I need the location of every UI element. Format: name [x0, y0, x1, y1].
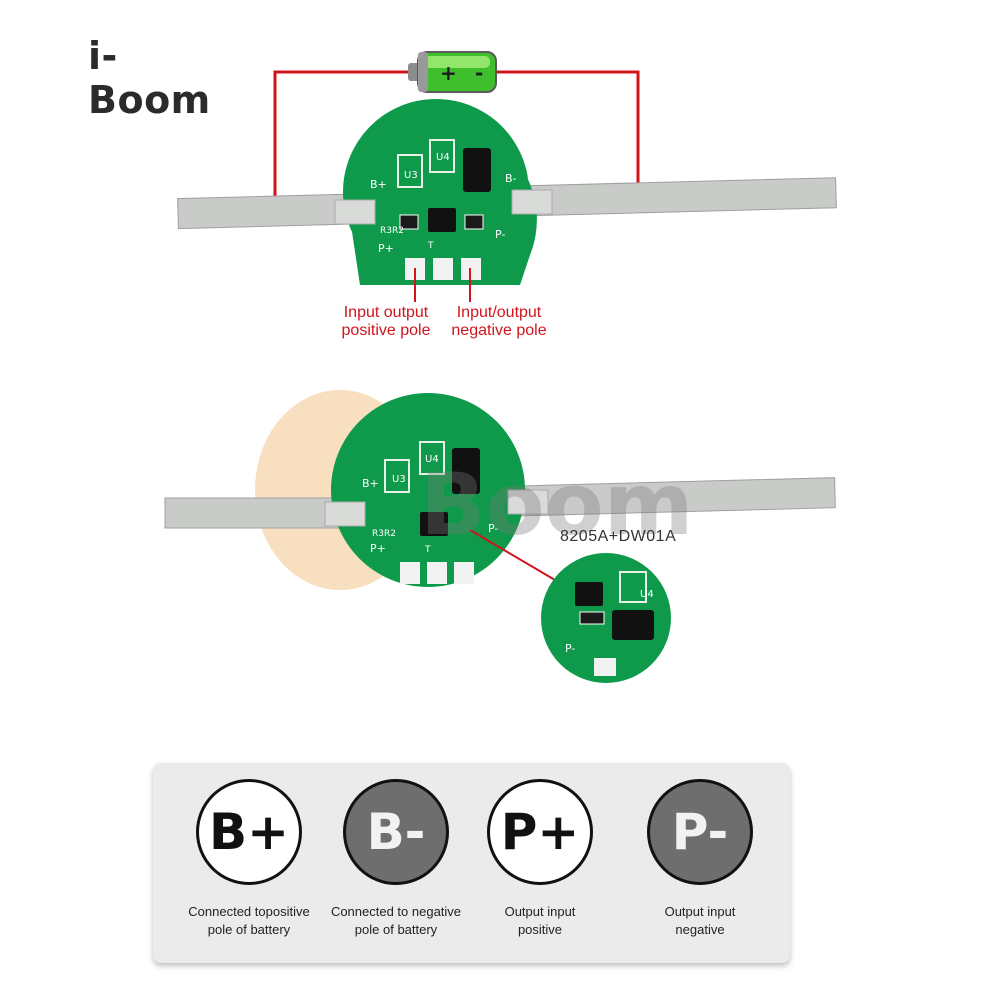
- chip-model-label: 8205A+DW01A: [560, 528, 677, 545]
- part-label-u3: U3: [404, 170, 418, 181]
- part-label-u4: U4: [436, 152, 450, 163]
- negative-pole-label-line2: negative pole: [451, 322, 547, 339]
- pin-p-plus-desc-line1: Output input: [504, 904, 576, 919]
- pin-p-minus-icon: P-: [647, 779, 753, 885]
- pin-p-plus-symbol: P+: [500, 803, 580, 861]
- zoom-part-label-u4: U4: [640, 589, 654, 600]
- pcb-board-bottom: [324, 393, 549, 587]
- pin-p-plus-description: Output input positive: [465, 903, 615, 939]
- battery-plus-sign: +: [440, 61, 457, 85]
- part-label-t: T: [427, 241, 434, 251]
- pin-p-minus-desc-line2: negative: [675, 922, 725, 937]
- pcb-board-top: [343, 99, 537, 286]
- battery-icon: [408, 51, 497, 93]
- pin-b-minus-icon: B-: [343, 779, 449, 885]
- pin-p-minus-description: Output input negative: [625, 903, 775, 939]
- logo-text: i-Boom: [88, 34, 211, 122]
- pin-b-plus-symbol: B+: [208, 803, 289, 861]
- pad-label-b-plus-2: B+: [362, 477, 379, 490]
- part-label-u3-2: U3: [392, 474, 406, 485]
- negative-wire: [495, 70, 640, 195]
- pad-label-b-plus: B+: [370, 178, 387, 191]
- pin-p-minus-desc-line1: Output input: [664, 904, 736, 919]
- pin-b-minus-description: Connected to negative pole of battery: [321, 903, 471, 939]
- battery-minus-sign: -: [475, 61, 483, 85]
- zoom-pad-label-p-minus: P-: [565, 642, 575, 655]
- negative-pole-label-line1: Input/output: [456, 304, 542, 321]
- pin-b-minus-desc-line1: Connected to negative: [330, 904, 462, 919]
- pin-p-plus-desc-line2: positive: [517, 922, 563, 937]
- part-label-u4-2: U4: [425, 454, 439, 465]
- pad-label-p-minus: P-: [495, 228, 505, 241]
- pin-b-plus-desc-line1: Connected topositive: [188, 904, 310, 919]
- watermark-text: Boom: [420, 455, 694, 555]
- pad-label-b-minus: B-: [505, 172, 517, 185]
- positive-wire: [273, 70, 418, 210]
- positive-pole-label-line1: Input output: [343, 304, 429, 321]
- right-nickel-strip: [507, 177, 837, 217]
- part-label-r3: R3: [380, 226, 392, 236]
- bottom-diagram: B+ P+ P- U3 U4 R3 R2 T P- U4: [164, 390, 836, 683]
- pin-b-plus-desc-line2: pole of battery: [207, 922, 291, 937]
- pin-legend-panel: B+ Connected topositive pole of battery …: [153, 763, 790, 963]
- pin-b-minus-symbol: B-: [366, 803, 426, 861]
- chip-zoom-view: [541, 553, 671, 683]
- negative-pole-label: Input/output negative pole: [440, 304, 558, 340]
- pin-b-plus-description: Connected topositive pole of battery: [174, 903, 324, 939]
- positive-pole-label-line2: positive pole: [341, 322, 431, 339]
- chip-pointer-line: [469, 529, 556, 581]
- part-label-t-2: T: [424, 545, 431, 555]
- brand-logo: i-Boom: [30, 28, 230, 122]
- positive-pole-label: Input output positive pole: [330, 304, 442, 340]
- pin-p-plus-icon: P+: [487, 779, 593, 885]
- pin-b-plus-icon: B+: [196, 779, 302, 885]
- part-label-r2-2: R2: [384, 529, 396, 539]
- pin-b-minus-desc-line2: pole of battery: [354, 922, 438, 937]
- pad-label-p-plus-2: P+: [370, 542, 386, 555]
- pad-label-p-minus-2: P-: [488, 522, 498, 535]
- pin-p-minus-symbol: P-: [671, 803, 729, 861]
- part-label-r3-2: R3: [372, 529, 384, 539]
- part-label-r2: R2: [392, 226, 404, 236]
- pad-label-p-plus: P+: [378, 242, 394, 255]
- top-diagram: + - B+ B- P+ P- U3 U4 R3 R2 T: [177, 51, 837, 302]
